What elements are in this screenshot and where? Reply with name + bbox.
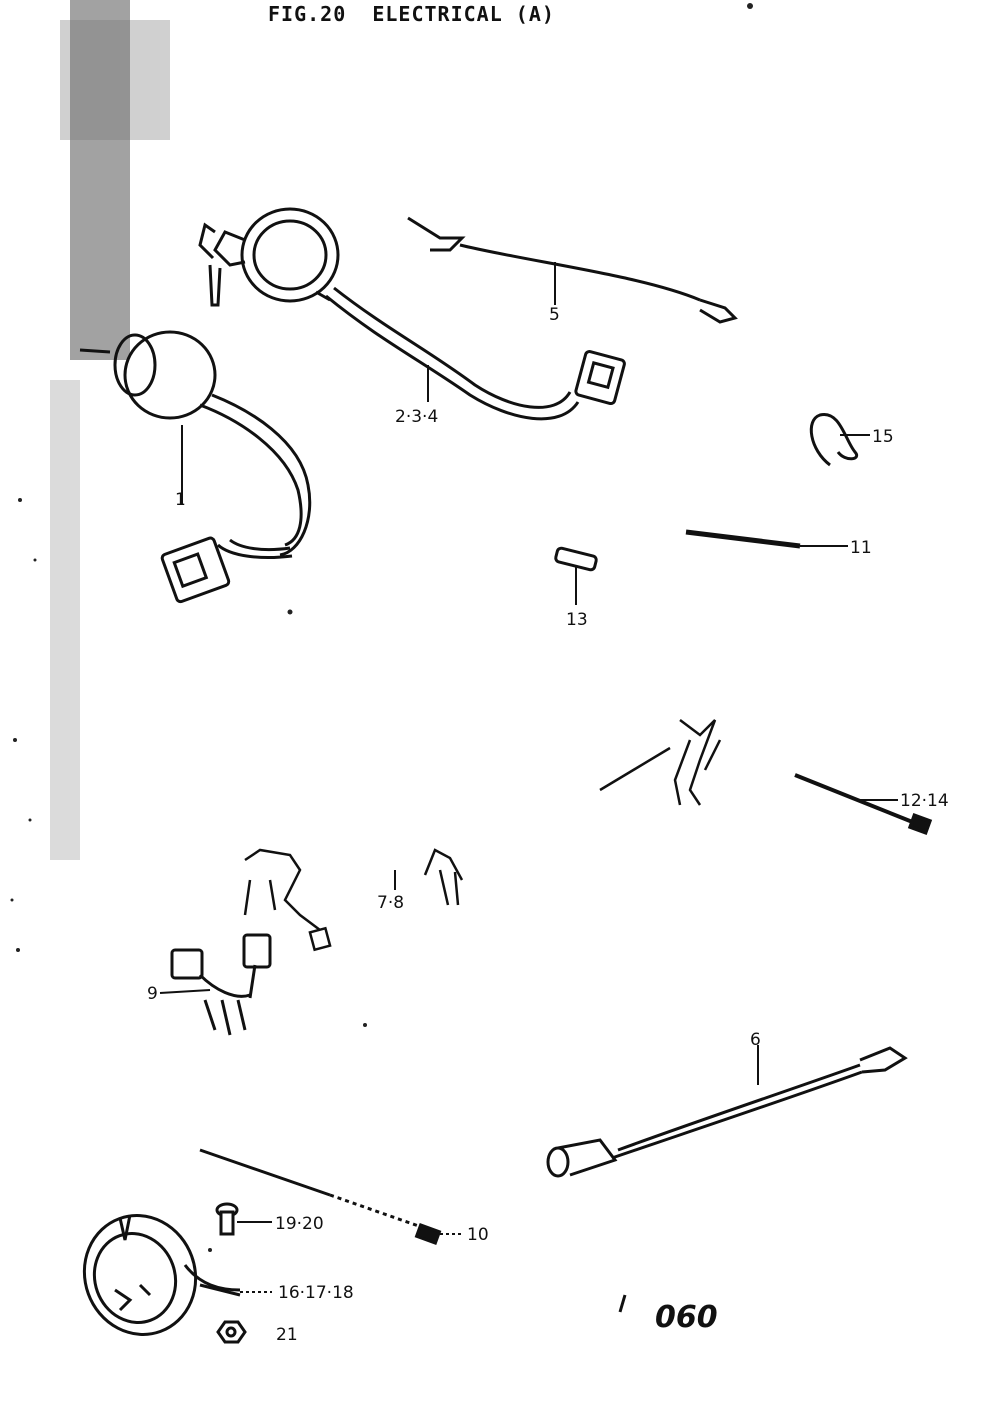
plate-number: 060	[655, 1300, 718, 1335]
callout-7-8: 7·8	[377, 893, 404, 913]
plate-tick	[618, 1294, 627, 1313]
horn-16-17-18	[82, 1214, 241, 1336]
ignition-switch-assy	[198, 207, 626, 421]
main-switch-assy	[79, 330, 312, 604]
leader-lines	[159, 262, 898, 1293]
nut-21	[216, 1320, 247, 1344]
figure-title: FIG.20 ELECTRICAL (A)	[268, 2, 555, 26]
band-10	[199, 1148, 442, 1245]
band-11	[685, 529, 801, 549]
callout-6: 6	[750, 1030, 761, 1050]
callout-11: 11	[850, 538, 872, 558]
sleeve-13	[554, 546, 598, 572]
bolt-19-20	[215, 1202, 239, 1236]
lead-wire-6	[546, 1046, 908, 1178]
callout-9: 9	[147, 984, 158, 1004]
callout-19-20: 19·20	[275, 1214, 324, 1234]
wiring-harness-9	[170, 933, 272, 1036]
cable-tie-12-14	[794, 773, 933, 835]
wiring-harness-7-8	[243, 719, 722, 952]
wire-clamp-15	[809, 413, 859, 467]
callout-15: 15	[872, 427, 894, 447]
callout-12-14: 12·14	[900, 791, 949, 811]
callout-21: 21	[276, 1325, 298, 1345]
lead-wire-5	[407, 216, 738, 324]
callout-10: 10	[467, 1225, 489, 1245]
scan-edge-noise	[10, 0, 753, 1252]
callout-5: 5	[549, 305, 560, 325]
callout-2-3-4: 2·3·4	[395, 407, 438, 427]
callout-16-17-18: 16·17·18	[278, 1283, 354, 1303]
callout-13: 13	[566, 610, 588, 630]
callout-1: 1	[175, 490, 186, 510]
